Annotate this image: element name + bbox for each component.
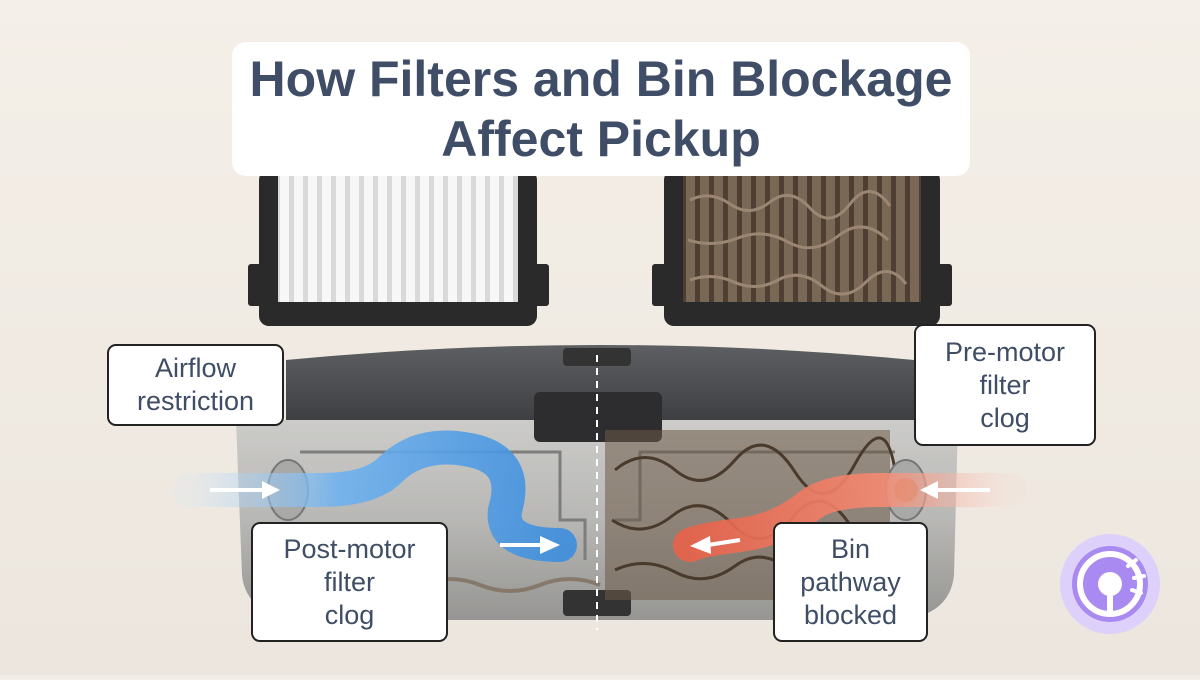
title-line-1: How Filters and Bin Blockage [250,49,953,109]
callout-line: Post-motor [283,533,415,566]
callout-line: Bin [831,533,870,566]
callout-line: clog [325,599,375,632]
callout-line: pathway [800,566,901,599]
callout-line: filter [324,566,375,599]
vacuum-brand-logo-icon [1058,532,1162,636]
callout-line: Airflow [155,352,236,385]
callout-bin-pathway-blocked: Bin pathway blocked [773,522,928,642]
title-card: How Filters and Bin Blockage Affect Pick… [232,42,970,176]
callout-airflow-restriction: Airflow restriction [107,344,284,426]
callout-post-motor-filter-clog: Post-motor filter clog [251,522,448,642]
clean-filter [248,170,549,326]
callout-line: restriction [137,385,254,418]
callout-line: clog [980,402,1030,435]
clogged-filter [652,170,952,326]
callout-pre-motor-filter-clog: Pre-motor filter clog [914,324,1096,446]
callout-line: blocked [804,599,897,632]
callout-line: filter [979,369,1030,402]
title-line-2: Affect Pickup [441,109,761,169]
callout-line: Pre-motor [945,336,1065,369]
